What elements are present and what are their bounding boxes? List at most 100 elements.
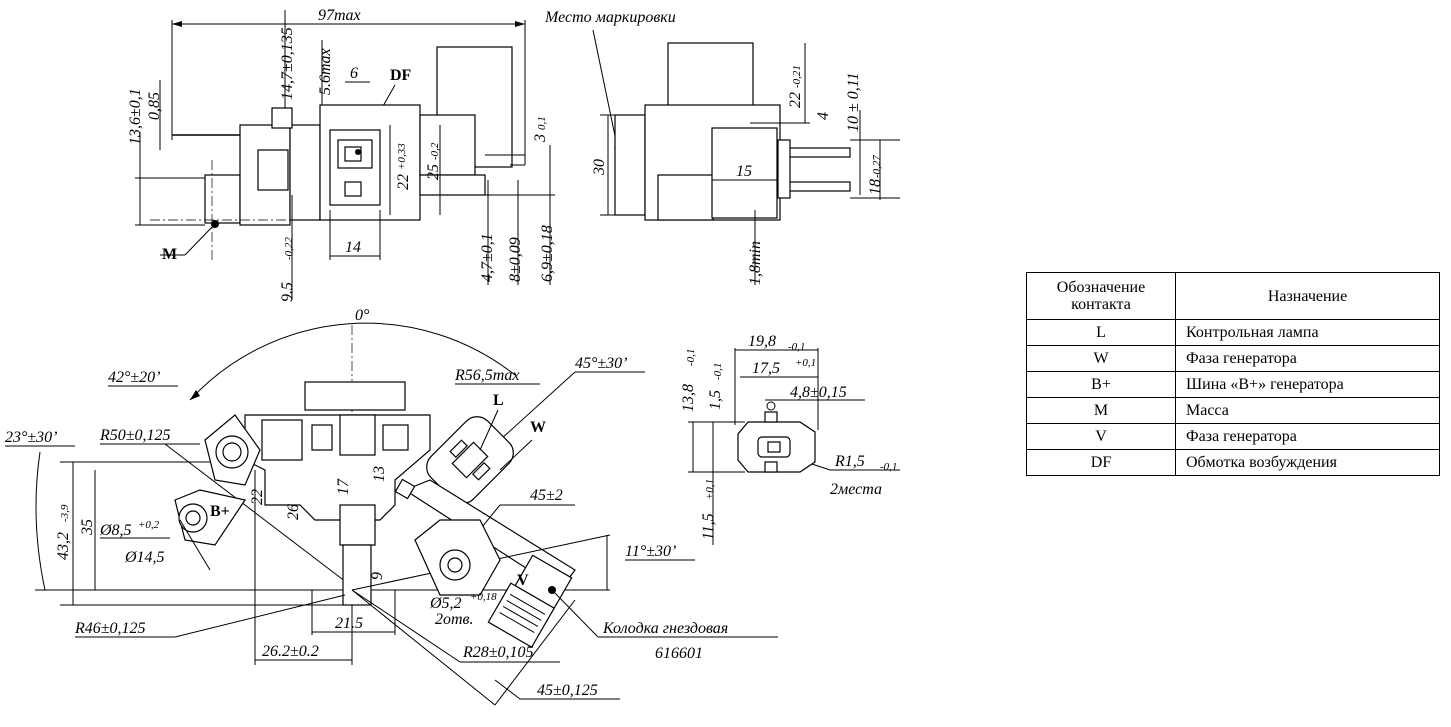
dim-45-0-125: 45±0,125	[537, 682, 598, 699]
dim-6: 6	[350, 65, 358, 82]
label-connector-2: 616601	[655, 645, 703, 662]
dim-r46: R46±0,125	[74, 620, 146, 637]
dim-11-5: 11,5	[700, 513, 717, 540]
dim-1-5: 1,5	[707, 390, 724, 410]
header-pin: Обозначение контакта	[1026, 272, 1176, 320]
pin-cell: W	[1026, 345, 1176, 372]
pin-cell: V	[1026, 423, 1176, 450]
dim-9-5: 9.5	[279, 282, 296, 302]
table-header-row: Обозначение контакта Назначение	[1026, 272, 1440, 320]
label-b-plus: B+	[210, 503, 230, 520]
dim-d8-5-tol: +0,2	[138, 519, 160, 531]
angle-0: 0°	[355, 307, 370, 324]
dim-r56-5max: R56,5max	[454, 367, 519, 384]
dim-26-2: 26.2±0.2	[262, 643, 319, 660]
dim-4-8: 4,8±0,15	[790, 384, 847, 401]
table-row: W Фаза генератора	[1026, 345, 1440, 372]
plan-view: 0° 42°±20’ R56,5max 45°±30’ 23°±30’ R50±…	[5, 307, 778, 706]
label-l: L	[493, 392, 504, 409]
purpose-cell: Фаза генератора	[1175, 423, 1440, 450]
dim-97max: 97max	[318, 7, 361, 24]
purpose-cell: Обмотка возбуждения	[1175, 449, 1440, 476]
dim-26: 26	[285, 504, 302, 520]
dim-end-18-tol: -0,27	[871, 155, 883, 178]
label-marking-place: Место маркировки	[544, 9, 676, 26]
dim-9: 9	[369, 572, 386, 580]
dim-25-tol: -0,2	[429, 142, 441, 160]
dim-r1-5: R1,5	[834, 453, 865, 470]
dim-d5-2: Ø5,2	[429, 595, 462, 612]
purpose-cell: Масса	[1175, 397, 1440, 424]
angle-42: 42°±20’	[108, 369, 161, 386]
dim-d5-2-tol: +0,18	[470, 591, 497, 603]
dim-21-5: 21.5	[335, 615, 363, 632]
dim-43-2-tol: -3,9	[59, 504, 71, 522]
table-row: B+ Шина «В+» генератора	[1026, 371, 1440, 398]
dim-11-5-tol: +0,1	[704, 479, 716, 500]
purpose-cell: Фаза генератора	[1175, 345, 1440, 372]
dim-0-85: 0,85	[146, 92, 163, 120]
purpose-cell: Шина «В+» генератора	[1175, 371, 1440, 398]
dim-22-tol: +0,33	[396, 143, 408, 170]
dim-end-22-tol: -0,21	[791, 65, 803, 88]
dim-13: 13	[371, 466, 388, 482]
purpose-cell: Контрольная лампа	[1175, 319, 1440, 346]
dim-end-22: 22	[787, 92, 804, 108]
dim-r50: R50±0,125	[99, 427, 171, 444]
pin-cell: B+	[1026, 371, 1176, 398]
dim-13-8: 13,8	[680, 384, 697, 412]
dim-end-30: 30	[591, 159, 608, 176]
dim-d8-5: Ø8,5	[99, 522, 132, 539]
dim-end-18: 18	[867, 179, 884, 195]
dim-14: 14	[345, 239, 361, 256]
dim-8: 8±0,09	[507, 237, 524, 282]
dim-d14-5: Ø14,5	[124, 549, 165, 566]
dim-19-8-tol: -0,1	[788, 341, 805, 353]
dim-17-5-tol: +0,1	[795, 357, 816, 369]
dim-45-2: 45±2	[530, 487, 563, 504]
angle-23: 23°±30’	[5, 429, 58, 446]
pin-assignment-table: Обозначение контакта Назначение L Контро…	[1026, 272, 1440, 476]
table-row: DF Обмотка возбуждения	[1026, 449, 1440, 476]
dim-5-6max: 5.6max	[317, 48, 334, 95]
dim-r1-5-tol: -0,1	[880, 461, 897, 473]
angle-11: 11°±30’	[625, 543, 676, 560]
pin-cell: DF	[1026, 449, 1176, 476]
label-2-holes: 2отв.	[435, 611, 474, 628]
dim-end-1-8min: 1,8min	[747, 241, 764, 285]
angle-45: 45°±30’	[575, 355, 628, 372]
dim-end-10: 10 ± 0,11	[845, 72, 862, 132]
dim-9-5-tol: -0,22	[283, 237, 295, 260]
dim-25: 25	[425, 164, 442, 180]
table-row: M Масса	[1026, 397, 1440, 424]
dim-22-plan: 22	[249, 489, 266, 505]
dim-6-9: 6,9±0,18	[539, 225, 556, 282]
dim-35: 35	[79, 519, 96, 536]
label-v: V	[517, 572, 529, 589]
label-2-places: 2места	[830, 481, 882, 498]
pin-cell: M	[1026, 397, 1176, 424]
dim-19-8: 19,8	[748, 333, 776, 350]
pin-cell: L	[1026, 319, 1176, 346]
dim-r28: R28±0,105	[462, 644, 534, 661]
dim-end-4: 4	[815, 112, 832, 120]
label-df: DF	[390, 67, 412, 84]
dim-14-7: 14,7±0,135	[279, 27, 296, 100]
dim-22: 22	[395, 174, 412, 190]
end-view: Место маркировки 22 -0,21 4 10 ± 0,11 18…	[544, 9, 900, 285]
dim-4-7: 4,7±0,1	[479, 233, 496, 282]
dim-3: 3	[532, 134, 549, 143]
dim-end-15: 15	[736, 163, 752, 180]
header-purpose: Назначение	[1175, 272, 1440, 320]
table-row: V Фаза генератора	[1026, 423, 1440, 450]
side-view: 97max 14,7±0,135 5.6max 6 DF 13,6±0,1 0,…	[127, 7, 556, 302]
label-connector-1: Колодка гнездовая	[602, 620, 728, 637]
dim-13-8-tol: -0,1	[685, 349, 697, 366]
dim-43-2: 43,2	[55, 532, 72, 560]
detail-view: 19,8 -0,1 17,5 +0,1 4,8±0,15 13,8 -0,1 1…	[680, 333, 900, 545]
dim-1-5-tol: -0,1	[712, 363, 724, 380]
dim-3-tol: 0,1	[536, 116, 548, 130]
label-w: W	[530, 419, 546, 436]
label-m: M	[162, 246, 177, 263]
